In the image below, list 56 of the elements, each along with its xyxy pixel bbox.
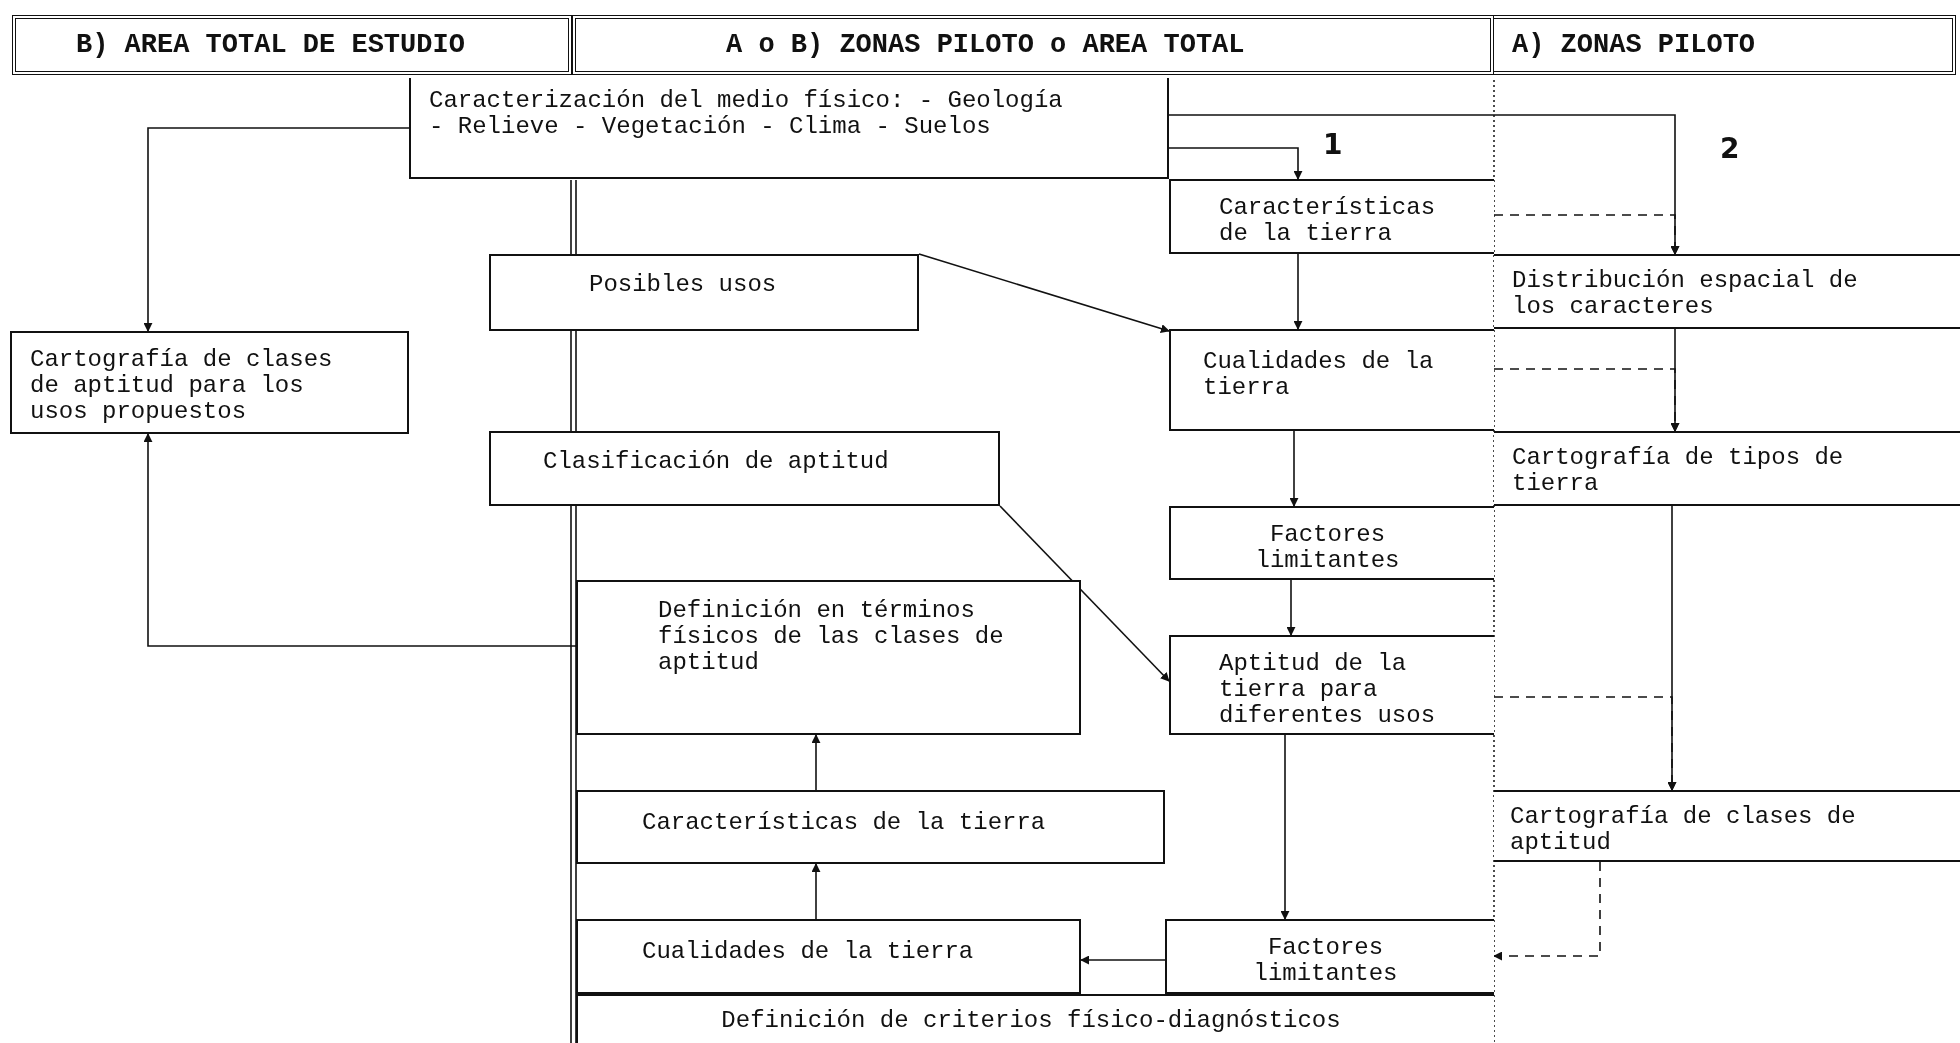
box-text: Posibles usos	[589, 272, 778, 298]
process-box	[576, 919, 1081, 994]
arrow	[1289, 430, 1299, 507]
box-text: Cualidades de la tierra	[642, 939, 975, 965]
step-number: 1	[1323, 128, 1343, 161]
box-text: Cualidades de la tierra	[1203, 349, 1434, 401]
box-text: Factores limitantes	[1252, 935, 1399, 987]
process-box	[1169, 179, 1494, 254]
process-box	[576, 994, 1494, 1043]
box-text: Definición en términos físicos de las clases de aptitud	[658, 598, 1005, 676]
box-text: Características de la tierra	[642, 810, 1047, 836]
arrow	[1493, 696, 1677, 791]
arrow	[1286, 579, 1296, 636]
process-box	[1169, 329, 1494, 431]
box-text: Factores limitantes	[1254, 522, 1401, 574]
arrow	[1080, 955, 1166, 965]
box-text: Características de la tierra	[1219, 195, 1437, 247]
arrow	[1493, 368, 1680, 432]
arrow	[999, 505, 1170, 682]
arrow	[143, 127, 410, 332]
column-header	[572, 15, 1494, 75]
header-text: A o B) ZONAS PILOTO o AREA TOTAL	[726, 32, 1245, 58]
arrow	[811, 863, 821, 920]
arrow	[1293, 253, 1303, 330]
process-box	[10, 331, 409, 434]
process-box	[409, 78, 1169, 179]
box-text: Caracterización del medio físico: - Geología - Relieve - Vegetación - Clima - Suelos	[429, 88, 1064, 140]
box-text: Cartografía de clases de aptitud para los usos propuestos	[30, 347, 334, 425]
column-header	[12, 15, 572, 75]
arrow	[1493, 861, 1601, 961]
step-number: 2	[1720, 132, 1740, 165]
process-box	[1169, 635, 1494, 735]
header-text: A) ZONAS PILOTO	[1512, 32, 1756, 58]
arrow	[1168, 147, 1303, 180]
process-box	[1494, 254, 1960, 329]
process-box	[1169, 506, 1494, 580]
box-text: Distribución espacial de los caracteres	[1512, 268, 1859, 320]
arrow	[918, 253, 1170, 333]
header-text: B) AREA TOTAL DE ESTUDIO	[76, 32, 465, 58]
column-header	[1494, 15, 1956, 75]
box-text: Aptitud de la tierra para diferentes usos	[1219, 651, 1437, 729]
arrow	[811, 734, 821, 791]
arrow	[1280, 734, 1290, 920]
process-box	[489, 254, 919, 331]
process-box	[1165, 919, 1494, 994]
process-box	[576, 790, 1165, 864]
arrow	[1493, 214, 1680, 255]
box-text: Cartografía de tipos de tierra	[1512, 445, 1845, 497]
process-box	[1494, 790, 1960, 862]
process-box	[489, 431, 1000, 506]
process-box	[576, 580, 1081, 735]
process-box	[1494, 431, 1960, 506]
box-text: Clasificación de aptitud	[543, 449, 890, 475]
box-text: Definición de criterios físico-diagnósticos	[720, 1008, 1342, 1034]
box-text: Cartografía de clases de aptitud	[1510, 804, 1857, 856]
arrow	[143, 433, 577, 647]
